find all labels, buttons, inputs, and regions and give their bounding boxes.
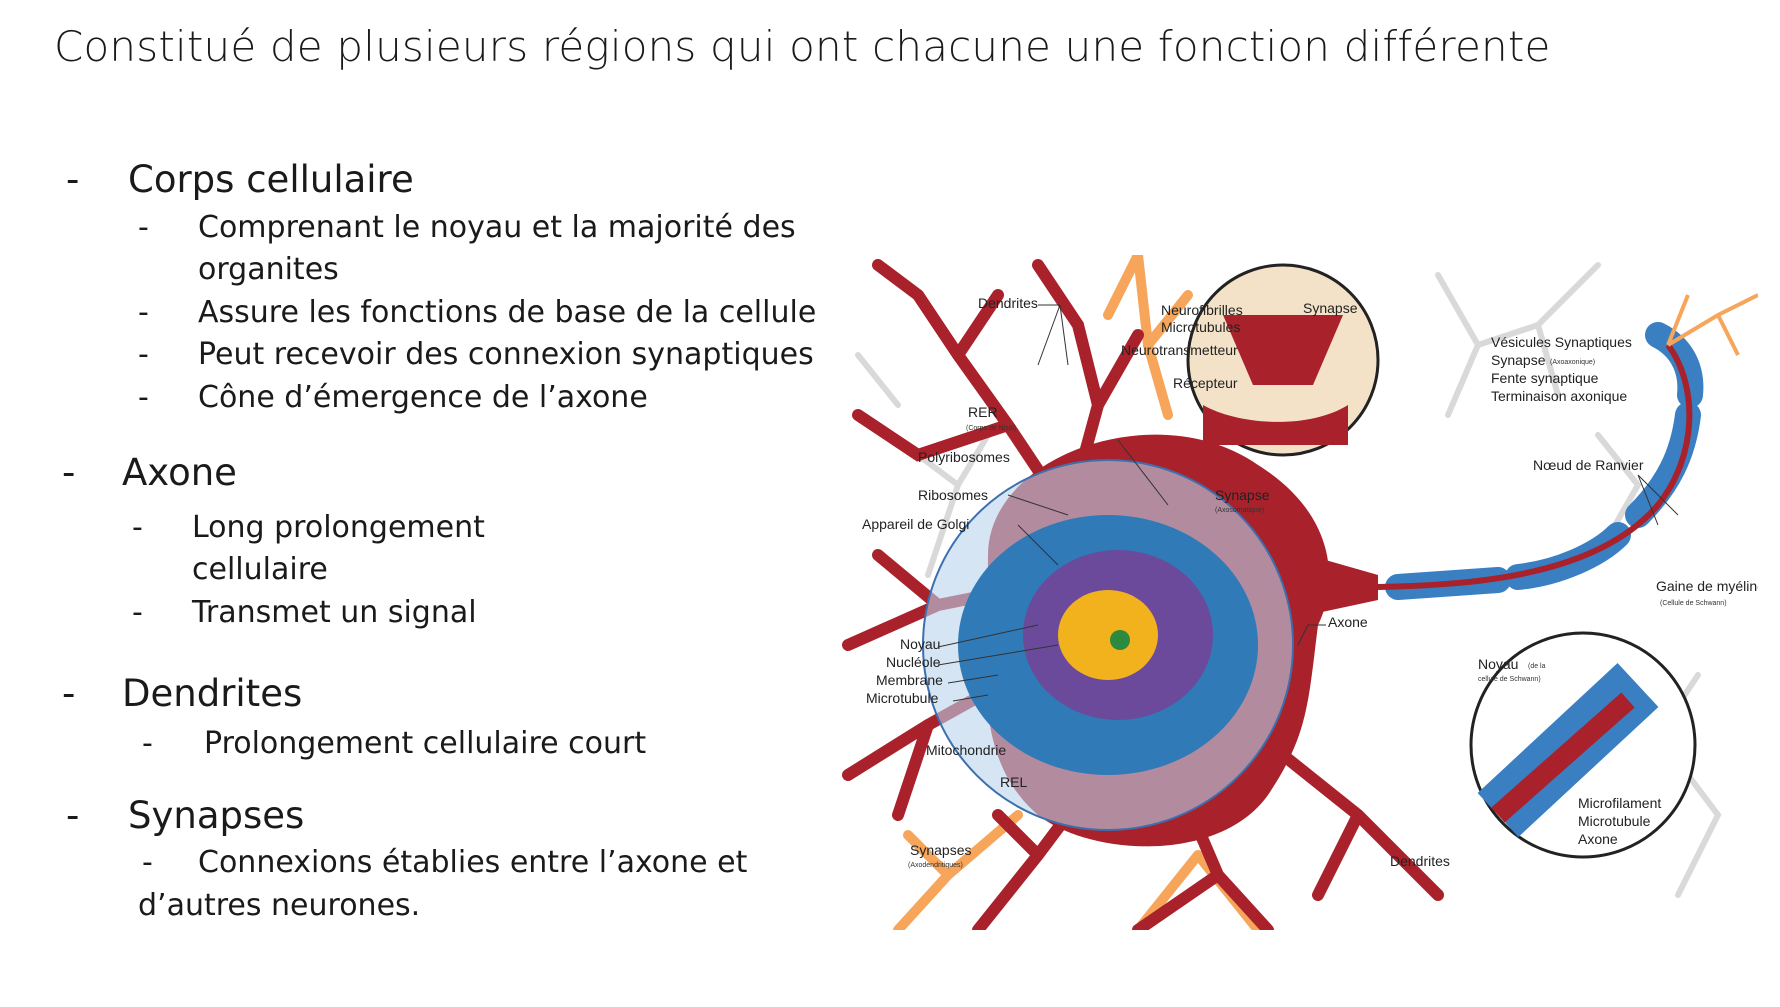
label-synapse-axo-small: (Axoaxonique) (1550, 359, 1595, 366)
label-recepteur: Récepteur (1173, 375, 1238, 391)
label-noyau-schwann: Noyau (1478, 656, 1518, 672)
list-item: Peut recevoir des connexion synaptiques (198, 337, 814, 372)
list-item: Long prolongement (192, 510, 485, 545)
bullet-dash: - (62, 672, 76, 715)
leader-lines (937, 304, 1679, 702)
label-synapse-axo: Synapse (1491, 352, 1546, 368)
label-neurotransmetteur: Neurotransmetteur (1121, 342, 1238, 358)
label-dendrites-bottom: Dendrites (1390, 853, 1450, 869)
axon-hillock (1308, 555, 1378, 615)
bullet-dash: - (132, 510, 143, 545)
bullet-dash: - (138, 337, 149, 372)
label-synapse-axosom: Synapse (1215, 487, 1270, 503)
label-polyribosomes: Polyribosomes (918, 449, 1010, 465)
label-gaine: Gaine de myéline (1656, 578, 1758, 594)
label-golgi: Appareil de Golgi (862, 516, 969, 532)
label-rer-small: (Corps de Nissl) (966, 425, 1016, 432)
label-noyau: Noyau (900, 636, 940, 652)
bullet-dash: - (66, 158, 80, 201)
label-rel: REL (1000, 774, 1027, 790)
section-heading-corps: Corps cellulaire (128, 158, 414, 201)
bullet-dash: - (142, 845, 153, 880)
label-nucleole: Nucléole (886, 654, 941, 670)
figure-labels: Dendrites Neurofibrilles Microtubules Ne… (862, 295, 1758, 869)
label-dendrites: Dendrites (978, 295, 1038, 311)
list-item: Transmet un signal (192, 595, 477, 630)
label-axone: Axone (1328, 614, 1368, 630)
label-vesicules: Vésicules Synaptiques (1491, 334, 1632, 350)
bullet-dash: - (138, 210, 149, 245)
label-synapse-inset: Synapse (1303, 300, 1358, 316)
section-heading-dendrites: Dendrites (122, 672, 303, 715)
label-microtubule-inset: Microtubule (1578, 813, 1651, 829)
section-heading-axone: Axone (122, 451, 237, 494)
list-item: Assure les fonctions de base de la cellu… (198, 295, 817, 330)
label-terminaison: Terminaison axonique (1491, 388, 1627, 404)
bullet-dash: - (62, 451, 76, 494)
label-ribosomes: Ribosomes (918, 487, 988, 503)
label-microfilament: Microfilament (1578, 795, 1661, 811)
label-synapses: Synapses (910, 842, 971, 858)
label-synapse-axosom-small: (Axosomatique) (1215, 507, 1264, 514)
label-microtubule: Microtubule (866, 690, 939, 706)
bullet-dash: - (138, 380, 149, 415)
label-rer: RER (968, 404, 998, 420)
list-item: cellulaire (192, 552, 328, 587)
list-item: Connexions établies entre l’axone et (198, 845, 748, 880)
list-item: d’autres neurones. (138, 888, 421, 923)
label-noyau-schwann-small1: (de la (1528, 663, 1546, 670)
bullet-dash: - (66, 794, 80, 837)
list-item: Comprenant le noyau et la majorité des (198, 210, 796, 245)
label-membrane: Membrane (876, 672, 943, 688)
label-neurofibrilles: Neurofibrilles (1161, 302, 1243, 318)
list-item: Cône d’émergence de l’axone (198, 380, 648, 415)
bullet-dash: - (142, 726, 153, 761)
list-item: organites (198, 252, 339, 287)
list-item: Prolongement cellulaire court (204, 726, 647, 761)
label-microtubules: Microtubules (1161, 319, 1240, 335)
label-gaine-small: (Cellule de Schwann) (1660, 600, 1727, 607)
label-synapses-small: (Axodendritiques) (908, 862, 963, 869)
slide-title: Constitué de plusieurs régions qui ont c… (54, 22, 1551, 71)
label-mitochondrie: Mitochondrie (926, 742, 1006, 758)
label-axone-inset: Axone (1578, 831, 1618, 847)
label-fente: Fente synaptique (1491, 370, 1599, 386)
label-noeud: Nœud de Ranvier (1533, 457, 1644, 473)
label-noyau-schwann-small2: cellule de Schwann) (1478, 676, 1541, 683)
bullet-dash: - (132, 595, 143, 630)
section-heading-synapses: Synapses (128, 794, 305, 837)
axon-core (1377, 343, 1693, 590)
neuron-diagram: Dendrites Neurofibrilles Microtubules Ne… (842, 255, 1758, 930)
bullet-dash: - (138, 295, 149, 330)
